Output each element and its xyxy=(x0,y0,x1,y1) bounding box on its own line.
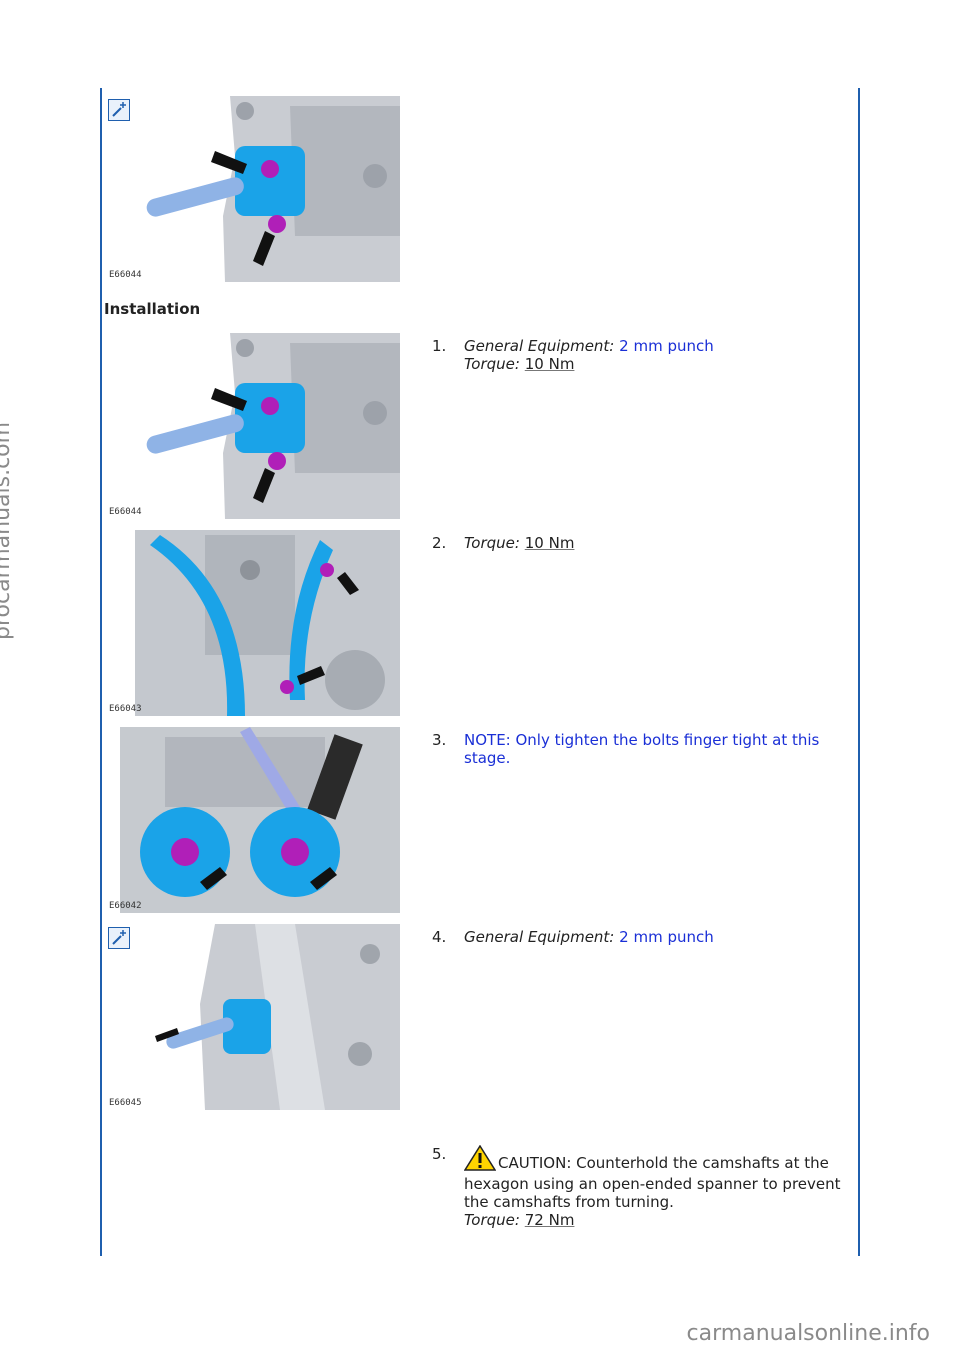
right-border-line xyxy=(858,88,860,1256)
equipment-label: General Equipment: xyxy=(464,337,615,355)
step-number: 3. xyxy=(432,731,447,749)
zoom-icon[interactable] xyxy=(108,927,130,949)
watermark-bottom: carmanualsonline.info xyxy=(686,1321,930,1346)
section-title: Installation xyxy=(104,300,201,318)
warning-icon xyxy=(463,1144,497,1175)
torque-label: Torque: xyxy=(464,1211,520,1229)
step-1: 1. General Equipment: 2 mm punch Torque:… xyxy=(432,337,842,373)
torque-label: Torque: xyxy=(464,355,520,373)
step-number: 5. xyxy=(432,1145,447,1163)
watermark-side: procarmanuals.com xyxy=(0,421,15,640)
torque-label: Torque: xyxy=(464,534,520,552)
figure-label: E66044 xyxy=(109,270,142,280)
figure-label: E66043 xyxy=(109,704,142,714)
note-text: NOTE: Only tighten the bolts finger tigh… xyxy=(464,731,820,767)
zoom-icon[interactable] xyxy=(108,99,130,121)
figure-label: E66044 xyxy=(109,507,142,517)
figure-label: E66042 xyxy=(109,901,142,911)
torque-value: 72 Nm xyxy=(524,1211,575,1229)
step-number: 4. xyxy=(432,928,447,946)
figure-label: E66045 xyxy=(109,1098,142,1108)
figure-step-3: E66042 xyxy=(105,727,400,913)
step-2: 2. Torque: 10 Nm xyxy=(432,534,842,552)
left-border-line xyxy=(100,88,102,1256)
figure-step-1: E66044 xyxy=(105,333,400,519)
figure-step-4[interactable]: E66045 xyxy=(105,924,400,1110)
torque-value: 10 Nm xyxy=(524,355,575,373)
torque-value: 10 Nm xyxy=(524,534,575,552)
step-number: 1. xyxy=(432,337,447,355)
equipment-link[interactable]: 2 mm punch xyxy=(619,928,714,946)
equipment-link[interactable]: 2 mm punch xyxy=(619,337,714,355)
figure-tensioner-top[interactable]: E66044 xyxy=(105,96,400,282)
step-number: 2. xyxy=(432,534,447,552)
equipment-label: General Equipment: xyxy=(464,928,615,946)
step-5: 5. CAUTION: Counterhold the camshafts at… xyxy=(432,1144,842,1229)
step-3: 3. NOTE: Only tighten the bolts finger t… xyxy=(432,731,842,767)
step-4: 4. General Equipment: 2 mm punch xyxy=(432,928,842,946)
figure-step-2: E66043 xyxy=(105,530,400,716)
caution-text: CAUTION: Counterhold the camshafts at th… xyxy=(464,1154,841,1211)
